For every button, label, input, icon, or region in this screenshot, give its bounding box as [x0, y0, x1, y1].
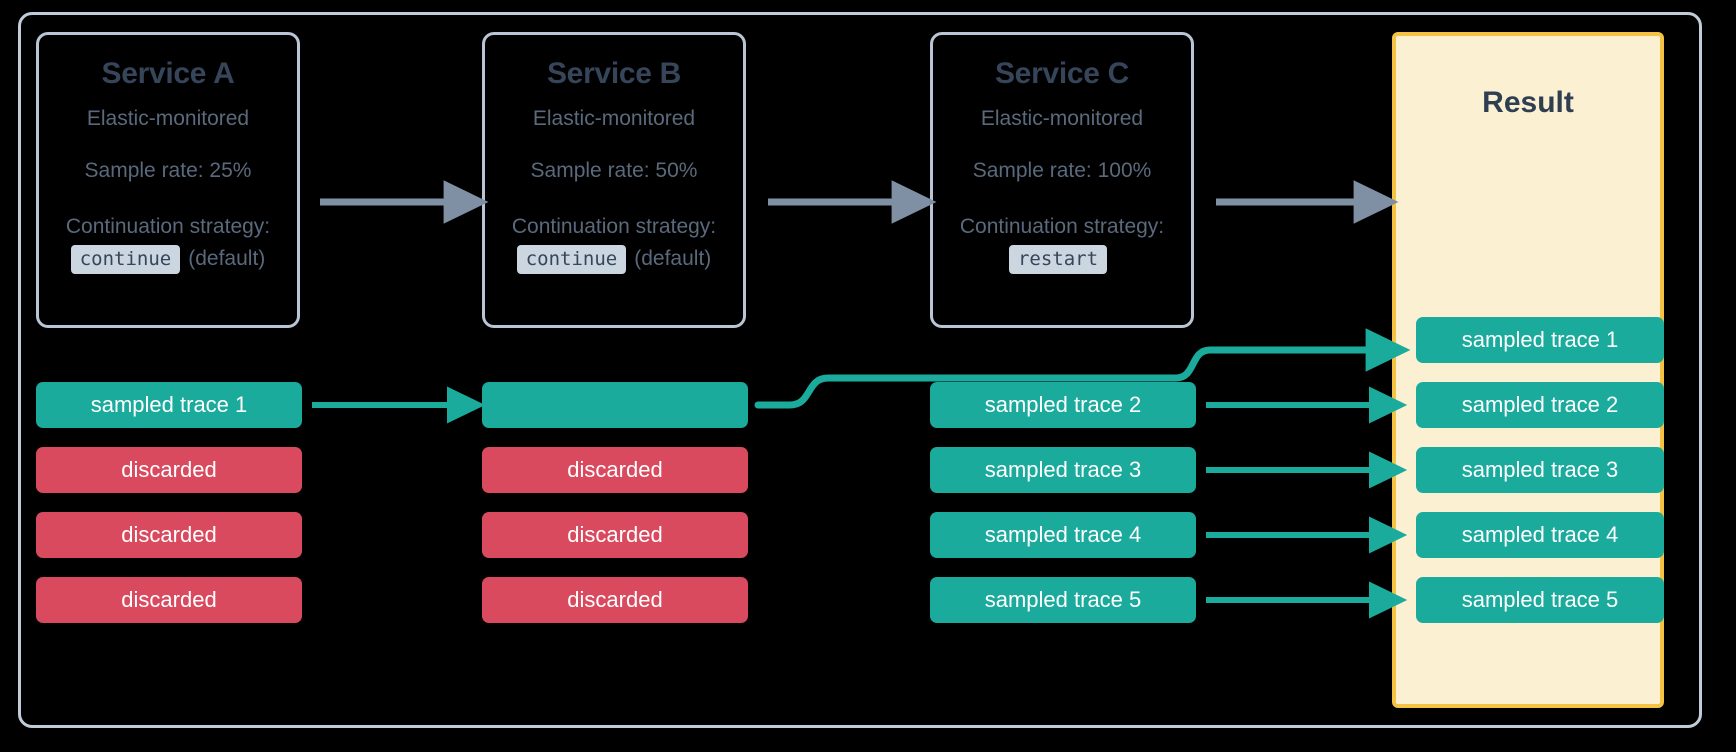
trace-pill: discarded [36, 447, 302, 493]
result-trace-pill: sampled trace 1 [1416, 317, 1664, 363]
service-box-a: Service A Elastic-monitored Sample rate:… [36, 32, 300, 328]
result-trace-pill: sampled trace 5 [1416, 577, 1664, 623]
result-trace-pill: sampled trace 4 [1416, 512, 1664, 558]
service-c-strategy-value: restart [1008, 245, 1108, 275]
service-a-title: Service A [101, 57, 235, 90]
result-trace-pill: sampled trace 3 [1416, 447, 1664, 493]
trace-pill: sampled trace 4 [930, 512, 1196, 558]
service-b-strategy-label: Continuation strategy: [511, 215, 717, 238]
trace-pill [482, 382, 748, 428]
service-a-strategy-note: (default) [188, 247, 266, 271]
service-b-sample-rate: Sample rate: 50% [530, 159, 698, 182]
trace-pill: discarded [482, 447, 748, 493]
service-b-subtitle: Elastic-monitored [532, 107, 696, 130]
service-b-title: Service B [546, 57, 682, 90]
service-a-strategy-label: Continuation strategy: [65, 215, 271, 238]
trace-pill: sampled trace 2 [930, 382, 1196, 428]
trace-pill: sampled trace 3 [930, 447, 1196, 493]
trace-pill: sampled trace 5 [930, 577, 1196, 623]
diagram-outer-frame [18, 12, 1702, 728]
service-a-strategy-value: continue [70, 245, 181, 275]
trace-pill: sampled trace 1 [36, 382, 302, 428]
service-box-b: Service B Elastic-monitored Sample rate:… [482, 32, 746, 328]
trace-pill: discarded [36, 577, 302, 623]
service-b-strategy-note: (default) [634, 247, 712, 271]
service-c-strategy-label: Continuation strategy: [959, 215, 1165, 238]
service-c-subtitle: Elastic-monitored [980, 107, 1144, 130]
service-a-strategy-row: continue (default) [70, 245, 266, 275]
service-box-c: Service C Elastic-monitored Sample rate:… [930, 32, 1194, 328]
trace-pill: discarded [36, 512, 302, 558]
service-b-strategy-value: continue [516, 245, 627, 275]
trace-pill: discarded [482, 512, 748, 558]
service-a-subtitle: Elastic-monitored [86, 107, 250, 130]
service-a-sample-rate: Sample rate: 25% [84, 159, 252, 182]
result-trace-pill: sampled trace 2 [1416, 382, 1664, 428]
service-b-strategy-row: continue (default) [516, 245, 712, 275]
service-c-strategy-row: restart [1008, 245, 1115, 275]
trace-pill: discarded [482, 577, 748, 623]
service-c-sample-rate: Sample rate: 100% [972, 159, 1152, 182]
result-title: Result [1482, 86, 1574, 119]
service-c-title: Service C [994, 57, 1130, 90]
